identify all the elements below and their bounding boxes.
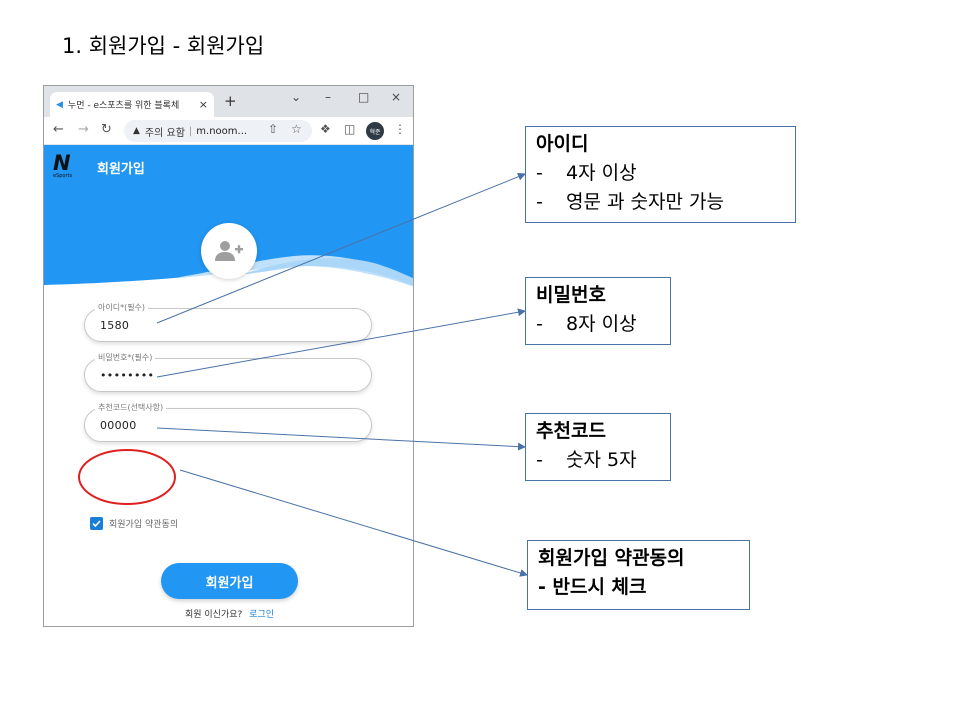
person-add-icon: [215, 241, 243, 261]
profile-avatar[interactable]: 혁준: [366, 122, 384, 140]
tab-title: 누먼 - e스포츠를 위한 블록체: [67, 101, 180, 111]
callout-password: 비밀번호 -8자 이상: [525, 277, 671, 345]
callout-password-title: 비밀번호: [536, 284, 606, 306]
warning-icon: ▲: [133, 126, 140, 136]
back-icon[interactable]: ←: [53, 122, 64, 137]
close-tab-icon[interactable]: ×: [198, 98, 208, 111]
referral-code-field[interactable]: 추천코드(선택사항) 00000: [84, 402, 372, 442]
address-bar: ← → ↻ ▲ 주의 요함 | m.noom... ⇧ ☆ ❖ ◫ 혁준 ⋮: [44, 117, 413, 145]
username-field[interactable]: 아이디*(필수) 1580: [84, 302, 372, 342]
callout-terms: 회원가입 약관동의 - 반드시 체크: [527, 540, 750, 610]
callout-username-rule-1: -4자 이상: [536, 162, 637, 184]
callout-referral-title: 추천코드: [536, 420, 606, 442]
tab-search-icon[interactable]: ⌄: [291, 90, 302, 104]
callout-referral-rule-1: -숫자 5자: [536, 449, 637, 471]
browser-tab[interactable]: ◀ 누먼 - e스포츠를 위한 블록체 ×: [50, 92, 214, 117]
username-label: 아이디*(필수): [95, 302, 149, 313]
profile-photo-button[interactable]: [201, 223, 257, 279]
username-value: 1580: [100, 319, 130, 332]
url-separator: |: [188, 125, 193, 137]
logo-letter: N: [53, 151, 71, 175]
password-label: 비밀번호*(필수): [95, 352, 156, 363]
terms-agree-row[interactable]: 회원가입 약관동의: [90, 517, 178, 530]
close-window-icon[interactable]: ×: [391, 90, 402, 104]
login-prompt-row: 회원 이신가요? 로그인: [44, 607, 413, 620]
menu-icon[interactable]: ⋮: [394, 122, 406, 136]
password-value: ••••••••: [100, 369, 155, 382]
referral-code-value: 00000: [100, 419, 137, 432]
security-label: 주의 요함: [144, 127, 185, 139]
login-link[interactable]: 로그인: [249, 610, 275, 620]
reload-icon[interactable]: ↻: [101, 122, 112, 137]
tab-bar: ◀ 누먼 - e스포츠를 위한 블록체 × + ⌄ – □ ×: [44, 86, 413, 117]
terms-agree-label: 회원가입 약관동의: [109, 520, 179, 530]
forward-icon[interactable]: →: [78, 122, 89, 137]
share-icon[interactable]: ⇧: [268, 122, 279, 136]
minimize-icon[interactable]: –: [325, 90, 331, 104]
app-logo: N eSports: [53, 153, 77, 181]
login-prompt-text: 회원 이신가요?: [184, 610, 243, 620]
callout-password-rule-1: -8자 이상: [536, 313, 637, 335]
password-field[interactable]: 비밀번호*(필수) ••••••••: [84, 352, 372, 392]
extensions-icon[interactable]: ❖: [320, 122, 331, 136]
app-viewport: N eSports 회원가입 아이디*(필수) 1580 비밀번호*(필수) •…: [44, 145, 413, 626]
callout-username-title: 아이디: [536, 133, 589, 155]
new-tab-icon[interactable]: +: [224, 92, 237, 110]
referral-code-label: 추천코드(선택사항): [95, 402, 167, 413]
callout-username-rule-2: -영문 과 숫자만 가능: [536, 191, 724, 213]
url-omnibox[interactable]: ▲ 주의 요함 | m.noom...: [124, 120, 312, 142]
maximize-icon[interactable]: □: [358, 90, 370, 104]
callout-username: 아이디 -4자 이상 -영문 과 숫자만 가능: [525, 126, 796, 223]
callout-referral: 추천코드 -숫자 5자: [525, 413, 671, 481]
browser-window: ◀ 누먼 - e스포츠를 위한 블록체 × + ⌄ – □ × ← → ↻ ▲ …: [43, 85, 414, 627]
bookmark-star-icon[interactable]: ☆: [291, 122, 302, 136]
signup-button[interactable]: 회원가입: [161, 563, 298, 599]
url-text: m.noom...: [196, 125, 248, 137]
logo-subtitle: eSports: [53, 173, 73, 179]
flutter-icon: ◀: [56, 99, 63, 110]
check-icon: [92, 520, 101, 528]
callout-terms-rule: - 반드시 체크: [538, 576, 647, 598]
terms-checkbox[interactable]: [90, 517, 103, 530]
app-header-title: 회원가입: [97, 162, 145, 177]
callout-terms-title: 회원가입 약관동의: [538, 547, 685, 569]
slide-title: 1. 회원가입 - 회원가입: [62, 34, 265, 58]
side-panel-icon[interactable]: ◫: [344, 122, 356, 136]
